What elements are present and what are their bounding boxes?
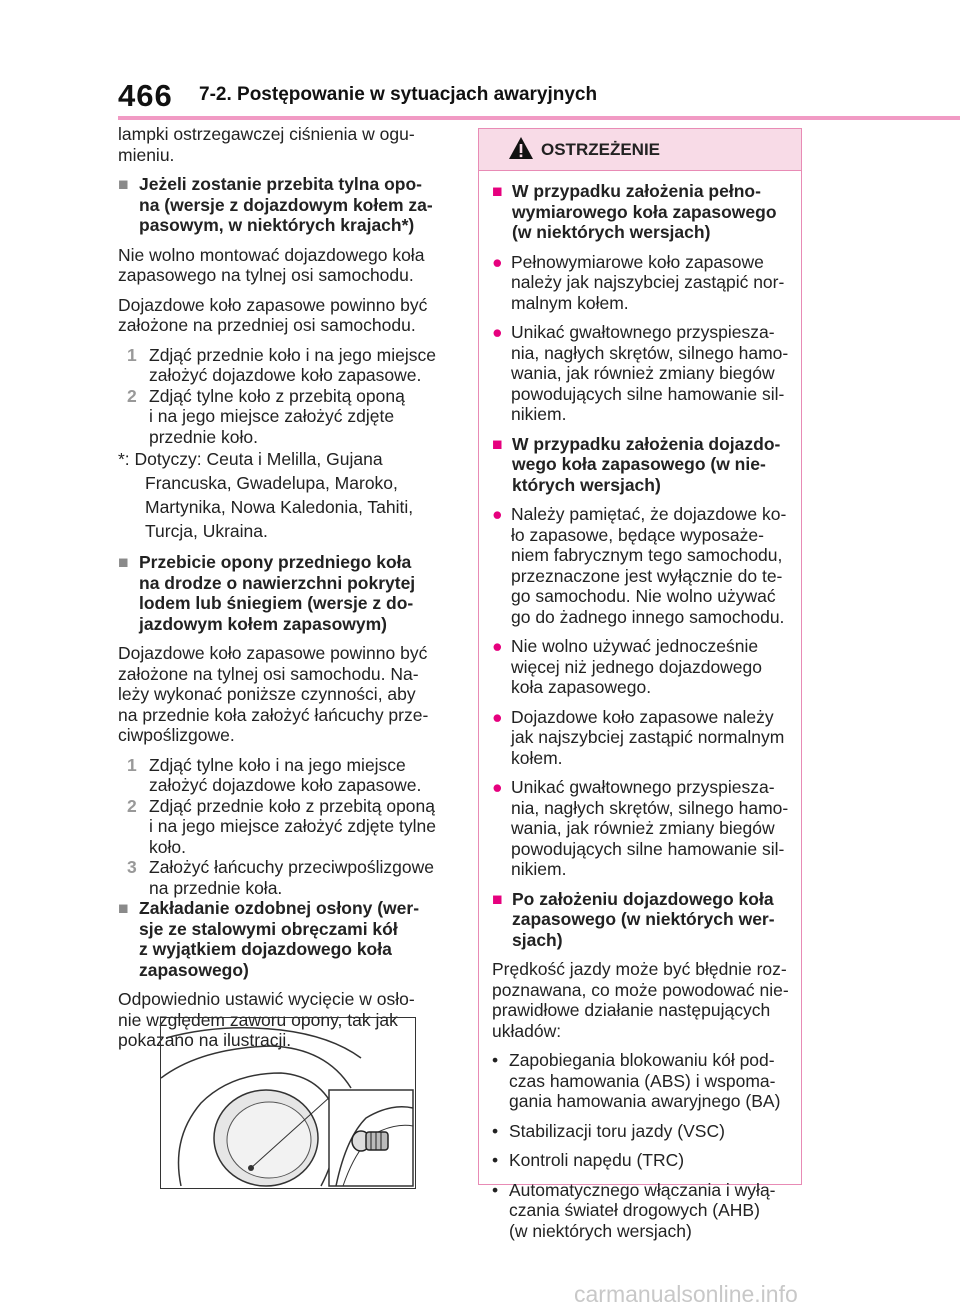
left-column: lampki ostrzegawczej ciśnienia w ogu-mie… [118,124,460,1051]
pink-square-bullet-icon: ■ [492,181,503,201]
wheel-cover-heading: ■Zakładanie ozdobnej osłony (wer-sje ze … [118,898,420,980]
pink-dot-bullet-icon: ● [492,706,503,727]
small-bullet-icon: • [492,1120,499,1141]
rear-tire-heading: ■Jeżeli zostanie przebita tylna opo-na (… [118,174,433,235]
warning-triangle-icon [509,137,533,159]
square-bullet-icon: ■ [118,174,129,194]
pink-dot-bullet-icon: ● [492,636,503,656]
pink-square-bullet-icon: ■ [492,433,503,454]
list-item: •Stabilizacji toru jazdy (VSC) [492,1120,725,1141]
small-bullet-icon: • [492,1050,499,1070]
warning-header: OSTRZEŻENIE [479,129,801,171]
wheel-cover-illustration [160,1017,416,1189]
page-number: 466 [118,78,173,113]
square-bullet-icon: ■ [118,552,129,572]
list-item: •Automatycznego włączania i wyłą-czania … [492,1179,776,1241]
warning-body: ■W przypadku założenia pełno-wymiarowego… [479,171,801,1241]
intro-text: lampki ostrzegawczej ciśnienia w ogu-mie… [118,124,415,165]
pink-dot-bullet-icon: ● [492,504,503,524]
page-header: 466 7-2. Postępowanie w sytuacjach awary… [0,0,960,120]
small-bullet-icon: • [492,1179,499,1200]
warning-box: OSTRZEŻENIE ■W przypadku założenia pełno… [478,128,802,1241]
pink-dot-bullet-icon: ● [492,777,503,797]
warning-section-heading: ■W przypadku założenia dojazdo-wego koła… [492,433,781,495]
pink-dot-bullet-icon: ● [492,251,503,272]
warning-bullet: ●Należy pamiętać, że dojazdowe ko-ło zap… [492,504,787,627]
square-bullet-icon: ■ [118,898,129,918]
list-item: •Kontroli napędu (TRC) [492,1150,685,1170]
warning-section-heading: ■W przypadku założenia pełno-wymiarowego… [492,181,777,242]
watermark: carmanualsonline.info [574,1281,798,1307]
pink-square-bullet-icon: ■ [492,888,503,909]
header-rule [118,116,960,120]
list-item: •Zapobiegania blokowaniu kół pod-czas ha… [492,1050,781,1111]
wheel-illustration-drawing [160,1027,414,1187]
warning-title: OSTRZEŻENIE [541,140,661,159]
wheel-cover-para: Odpowiednio ustawić wycięcie w osło-nie … [118,989,415,1050]
warning-bullet: ●Unikać gwałtownego przyspiesza-nia, nag… [492,322,789,424]
pink-dot-bullet-icon: ● [492,322,503,342]
section-title: 7-2. Postępowanie w sytuacjach awaryjnyc… [199,84,598,105]
warning-bullet: ●Unikać gwałtownego przyspiesza-nia, nag… [492,777,789,879]
small-bullet-icon: • [492,1150,499,1170]
warning-para: Prędkość jazdy może być błędnie roz-pozn… [492,959,789,1041]
